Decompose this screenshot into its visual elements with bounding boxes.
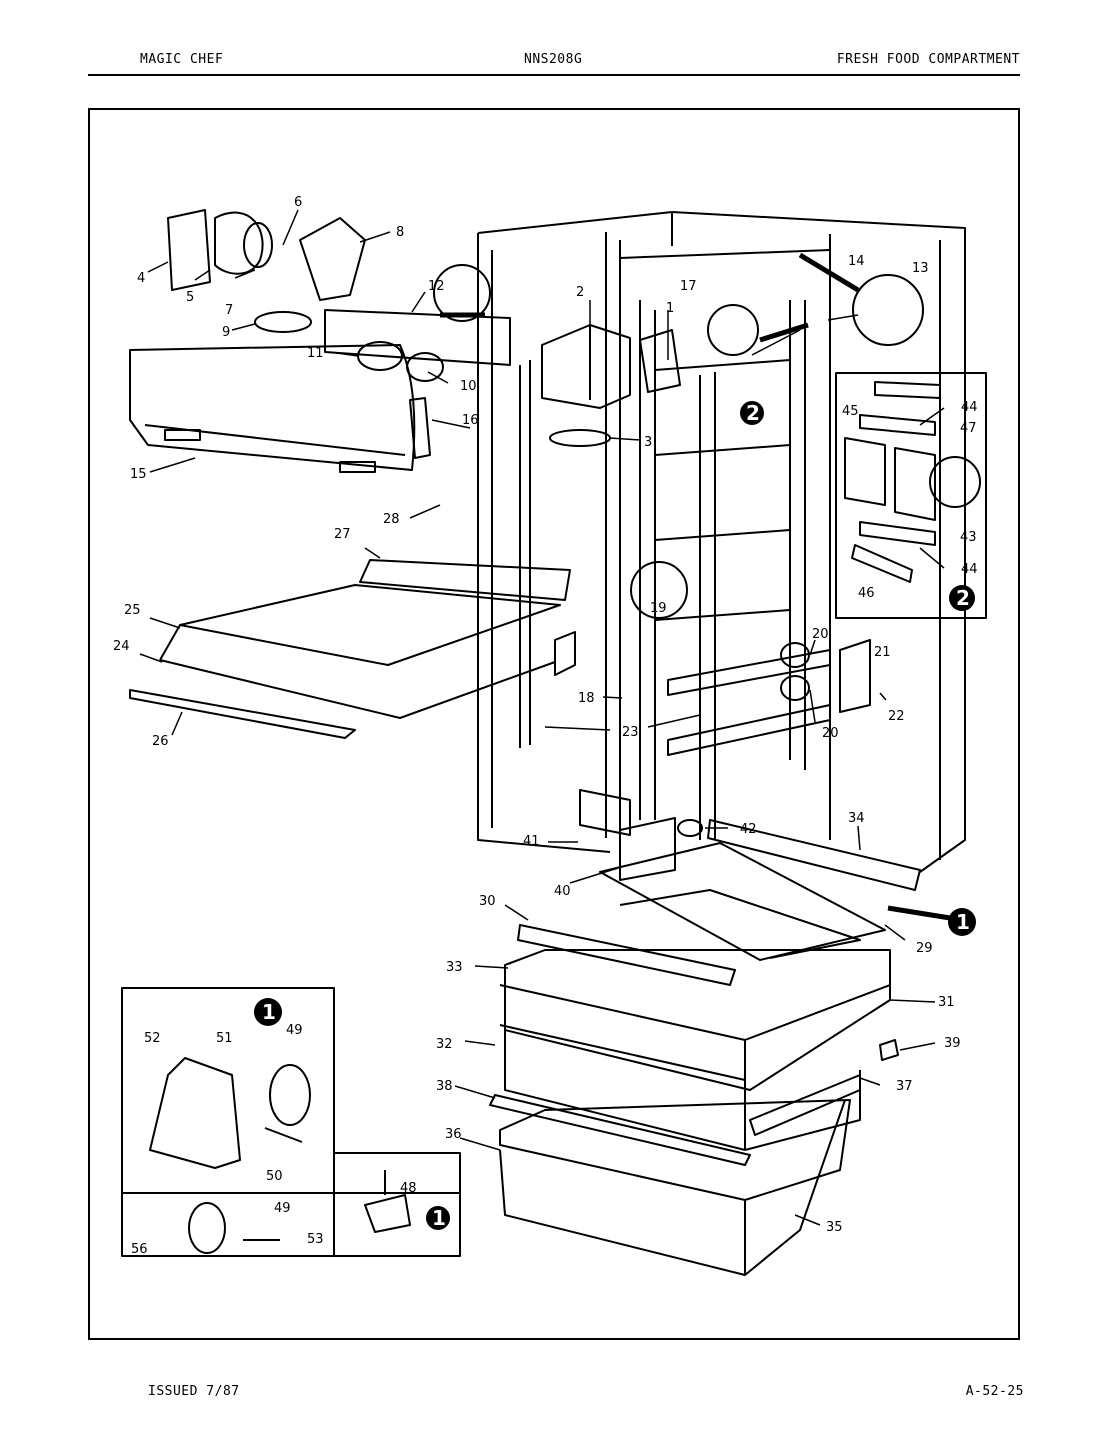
shelf-rails (519, 360, 716, 840)
part-label: 10 (460, 379, 477, 394)
callout-markers (254, 252, 976, 1230)
part-label: 5 (186, 290, 194, 305)
crisper-assembly (489, 819, 921, 1276)
part-label: 14 (848, 254, 865, 269)
control-parts (167, 209, 511, 382)
part-label: 26 (152, 734, 169, 749)
part-label: 8 (396, 225, 404, 240)
part-label: 37 (896, 1079, 913, 1094)
part-label: 43 (960, 530, 977, 545)
footer-page-code: A-52-25 (965, 1384, 1024, 1399)
part-label: 6 (294, 195, 302, 210)
part-label: 23 (622, 725, 639, 740)
part-label: 51 (216, 1031, 233, 1046)
part-label: 49 (274, 1201, 291, 1216)
callout-numbers: 2 2 1 1 1 (262, 401, 970, 1230)
part-label: 48 (400, 1181, 417, 1196)
detail-box-2 (835, 372, 987, 619)
header-brand: MAGIC CHEF (140, 52, 224, 67)
part-label: 31 (938, 995, 955, 1010)
part-label: 52 (144, 1031, 161, 1046)
detail-box-1 (121, 987, 461, 1257)
part-label: 49 (286, 1023, 303, 1038)
part-label: 24 (113, 639, 130, 654)
part-label: 44 (961, 562, 978, 577)
part-label: 46 (858, 586, 875, 601)
shelf-assembly (129, 559, 576, 739)
part-label: 19 (650, 601, 667, 616)
mullion-parts (579, 639, 871, 881)
cabinet-liner (477, 211, 966, 873)
part-label: 42 (740, 822, 757, 837)
part-label: 38 (436, 1079, 453, 1094)
part-label: 21 (874, 645, 891, 660)
part-label: 18 (578, 691, 595, 706)
part-label: 27 (334, 527, 351, 542)
part-label: 22 (888, 709, 905, 724)
part-label: 25 (124, 603, 141, 618)
part-label: 1 (666, 301, 674, 316)
part-label: 45 (842, 404, 859, 419)
callout-1-box: 1 (262, 1000, 276, 1024)
part-label: 29 (916, 941, 933, 956)
part-label: 30 (479, 894, 496, 909)
part-label: 34 (848, 811, 865, 826)
part-label: 3 (644, 435, 652, 450)
part-label: 11 (307, 346, 324, 361)
callout-2-box: 2 (956, 586, 970, 610)
leader-lines (139, 209, 945, 1226)
part-label: 12 (428, 279, 445, 294)
callout-1-crisper: 1 (956, 910, 970, 934)
header-model: NNS208G (524, 52, 583, 67)
part-label: 35 (826, 1220, 843, 1235)
part-label: 7 (225, 303, 233, 318)
part-label: 13 (912, 261, 929, 276)
part-label: 15 (130, 467, 147, 482)
part-label: 9 (222, 325, 230, 340)
control-panel (129, 344, 431, 473)
part-label: 56 (131, 1242, 148, 1257)
part-label: 20 (812, 627, 829, 642)
part-label: 36 (445, 1127, 462, 1142)
header-section: FRESH FOOD COMPARTMENT (836, 52, 1020, 67)
part-number-labels: 1 2 3 4 5 6 7 8 9 10 11 12 13 14 15 16 1… (113, 195, 978, 1257)
part-label: 53 (307, 1232, 324, 1247)
diagram-frame (88, 108, 1020, 1340)
part-label: 16 (462, 413, 479, 428)
part-label: 4 (137, 271, 145, 286)
callout-1-leveler: 1 (432, 1206, 446, 1230)
header-rule (88, 74, 1020, 76)
part-label: 17 (680, 279, 697, 294)
part-label: 39 (944, 1036, 961, 1051)
part-label: 50 (266, 1169, 283, 1184)
part-label: 32 (436, 1037, 453, 1052)
callout-2-top: 2 (746, 401, 760, 425)
part-label: 2 (576, 285, 584, 300)
part-label: 47 (960, 421, 977, 436)
part-label: 28 (383, 512, 400, 527)
part-label: 40 (554, 884, 571, 899)
detail-circles (433, 264, 981, 619)
part-label: 20 (822, 726, 839, 741)
part-label: 41 (523, 834, 540, 849)
control-housing (541, 324, 681, 447)
part-label: 33 (446, 960, 463, 975)
footer-issued: ISSUED 7/87 (148, 1384, 240, 1399)
part-label: 44 (961, 400, 978, 415)
